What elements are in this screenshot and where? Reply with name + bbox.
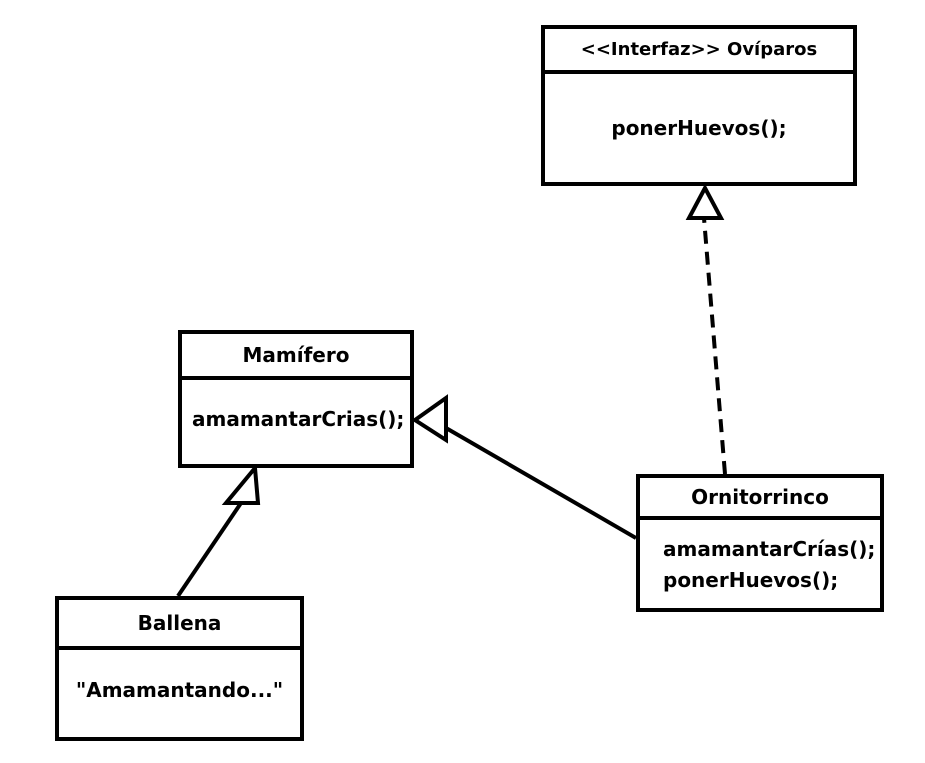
method-output-text: "Amamantando..." bbox=[75, 678, 284, 702]
class-body-mamifero: amamantarCrias(); bbox=[182, 380, 410, 431]
generalization-line-ballena-mamifero bbox=[176, 501, 243, 598]
realization-arrowhead-ornitorrinco-oviparos bbox=[685, 183, 725, 220]
generalization-arrowhead-ballena-mamifero bbox=[221, 462, 261, 505]
class-box-ballena: Ballena "Amamantando..." bbox=[55, 596, 304, 741]
method-amamantar-crias: amamantarCrías(); bbox=[663, 537, 876, 561]
class-box-mamifero: Mamífero amamantarCrias(); bbox=[178, 330, 414, 468]
class-header-oviparos: <<Interfaz>> Ovíparos bbox=[545, 29, 853, 74]
class-header-mamifero: Mamífero bbox=[182, 334, 410, 380]
method-poner-huevos: ponerHuevos(); bbox=[611, 116, 787, 140]
class-body-ballena: "Amamantando..." bbox=[59, 650, 300, 702]
class-body-ornitorrinco: amamantarCrías(); ponerHuevos(); bbox=[640, 520, 880, 596]
class-body-oviparos: ponerHuevos(); bbox=[545, 74, 853, 140]
class-header-ballena: Ballena bbox=[59, 600, 300, 650]
method-amamantar-crias: amamantarCrias(); bbox=[192, 407, 405, 431]
realization-line-ornitorrinco-oviparos bbox=[702, 217, 727, 475]
class-header-ornitorrinco: Ornitorrinco bbox=[640, 478, 880, 520]
method-poner-huevos: ponerHuevos(); bbox=[663, 568, 839, 592]
class-box-oviparos: <<Interfaz>> Ovíparos ponerHuevos(); bbox=[541, 25, 857, 186]
generalization-line-ornitorrinco-mamifero bbox=[444, 426, 638, 540]
class-box-ornitorrinco: Ornitorrinco amamantarCrías(); ponerHuev… bbox=[636, 474, 884, 612]
generalization-arrowhead-ornitorrinco-mamifero bbox=[411, 394, 448, 444]
